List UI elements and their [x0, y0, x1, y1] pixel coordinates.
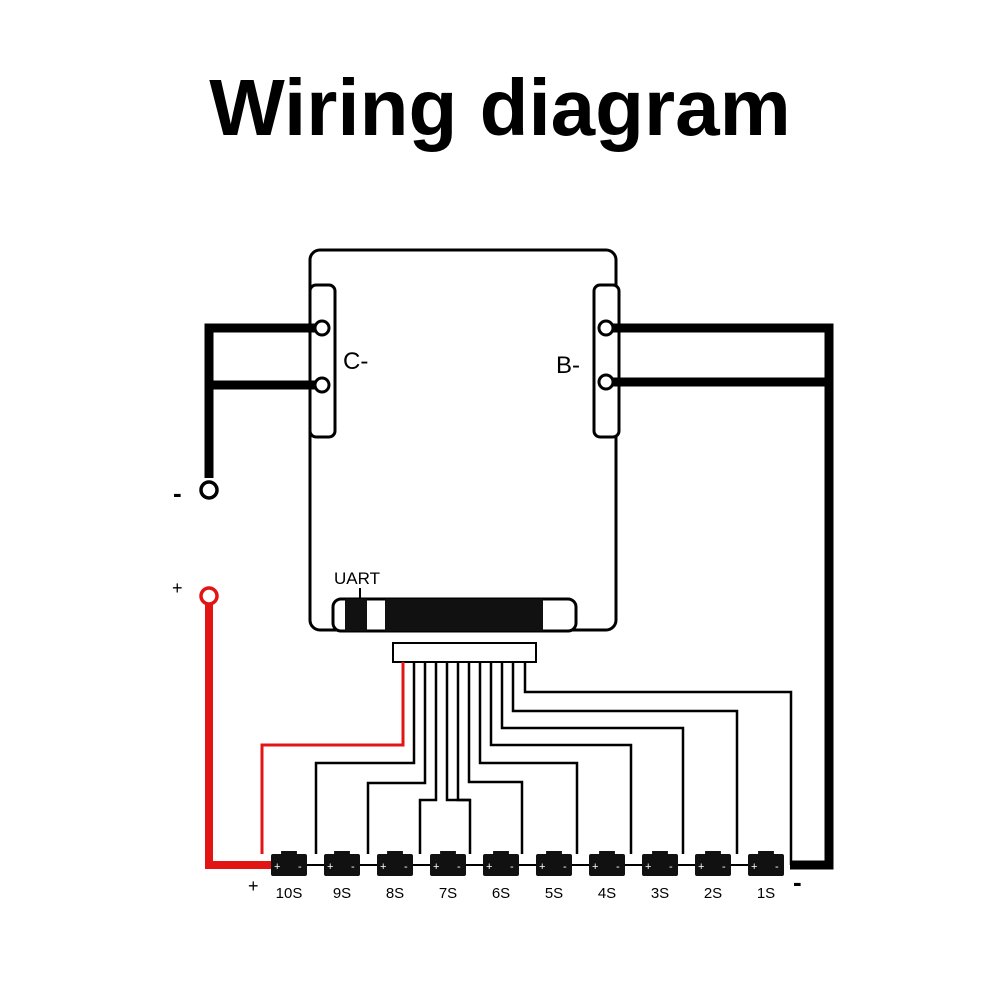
balance-wire-3s: [500, 662, 685, 854]
cell-body: [324, 854, 360, 876]
battery-positive-label: +: [248, 876, 259, 896]
cell-plus-sign: +: [592, 861, 598, 873]
cell-minus-sign: -: [775, 861, 779, 873]
battery-cell-6s: + -6S: [483, 851, 519, 902]
cell-plus-sign: +: [539, 861, 545, 873]
cell-minus-sign: -: [722, 861, 726, 873]
cell-body: [271, 854, 307, 876]
cell-body: [695, 854, 731, 876]
balance-wire-4s: [489, 662, 633, 854]
battery-cell-3s: + -3S: [642, 851, 678, 902]
battery-cell-8s: + -8S: [377, 851, 413, 902]
balance-wire-8s: [366, 662, 427, 854]
cell-plus-sign: +: [274, 861, 280, 873]
cell-plus-sign: +: [327, 861, 333, 873]
battery-cell-9s: + -9S: [324, 851, 360, 902]
cell-minus-sign: -: [298, 861, 302, 873]
cell-cap: [546, 851, 562, 854]
cell-minus-sign: -: [351, 861, 355, 873]
b-minus-screw-1: [597, 319, 615, 337]
balance-plug: [392, 642, 537, 663]
page-title: Wiring diagram: [209, 63, 791, 152]
cell-minus-sign: -: [616, 861, 620, 873]
cell-label-9s: 9S: [333, 885, 351, 902]
battery-cells: +-10S+-9S+-8S+-7S+-6S+-5S+-4S+-3S+-2S+-1…: [271, 851, 784, 902]
output-positive-terminal: [199, 586, 219, 606]
cell-body: [430, 854, 466, 876]
cell-minus-sign: -: [457, 861, 461, 873]
cell-plus-sign: +: [698, 861, 704, 873]
battery-cell-4s: + -4S: [589, 851, 625, 902]
cell-label-6s: 6S: [492, 885, 510, 902]
c-minus-label: C-: [343, 348, 368, 375]
cell-cap: [705, 851, 721, 854]
c-minus-screw-2: [313, 376, 331, 394]
b-minus-wires: [612, 323, 834, 870]
cell-minus-sign: -: [404, 861, 408, 873]
cell-cap: [334, 851, 350, 854]
cell-body: [377, 854, 413, 876]
cell-plus-sign: +: [486, 861, 492, 873]
cell-minus-sign: -: [510, 861, 514, 873]
cell-cap: [387, 851, 403, 854]
output-negative-label: -: [173, 478, 182, 508]
cell-label-3s: 3S: [651, 885, 669, 902]
balance-wire-7s-a: [418, 662, 438, 854]
balance-wire-9s: [314, 662, 416, 854]
balance-wire-6s: [467, 662, 524, 854]
battery-cell-2s: + -2S: [695, 851, 731, 902]
c-minus-wires: [204, 323, 316, 478]
c-minus-terminal-block: [308, 283, 337, 439]
cell-body: [642, 854, 678, 876]
b-minus-screw-2: [597, 373, 615, 391]
cell-plus-sign: +: [751, 861, 757, 873]
balance-wires: [260, 662, 793, 865]
cell-plus-sign: +: [380, 861, 386, 873]
balance-wire-7s-c: [456, 662, 470, 802]
cell-label-7s: 7S: [439, 885, 457, 902]
cell-cap: [652, 851, 668, 854]
cell-cap: [758, 851, 774, 854]
cell-minus-sign: -: [669, 861, 673, 873]
cell-body: [536, 854, 572, 876]
balance-wire-5s: [478, 662, 579, 854]
cell-label-5s: 5S: [545, 885, 563, 902]
balance-wire-red: [260, 662, 405, 854]
battery-cell-5s: + -5S: [536, 851, 572, 902]
output-positive-label: +: [172, 578, 183, 598]
cell-cap: [599, 851, 615, 854]
balance-wire-2s: [511, 662, 739, 854]
cell-cap: [440, 851, 456, 854]
battery-cell-7s: + -7S: [430, 851, 466, 902]
cell-body: [483, 854, 519, 876]
cell-minus-sign: -: [563, 861, 567, 873]
positive-wire: [205, 603, 272, 869]
uart-label: UART: [334, 569, 380, 588]
cell-plus-sign: +: [645, 861, 651, 873]
cell-cap: [281, 851, 297, 854]
cell-label-4s: 4S: [598, 885, 616, 902]
b-minus-terminal-block: [592, 283, 621, 439]
cell-label-1s: 1S: [757, 885, 775, 902]
battery-cell-10s: + - 10S: [271, 851, 307, 902]
c-minus-screw-1: [313, 319, 331, 337]
cell-label-2s: 2S: [704, 885, 722, 902]
battery-cell-1s: + -1S: [748, 851, 784, 902]
cell-label-10s: 10S: [276, 885, 303, 902]
cell-body: [589, 854, 625, 876]
b-minus-label: B-: [556, 352, 580, 379]
cell-body: [748, 854, 784, 876]
cell-label-8s: 8S: [386, 885, 404, 902]
balance-header-block: [385, 599, 543, 631]
cell-cap: [493, 851, 509, 854]
balance-wire-1s: [523, 662, 793, 865]
battery-negative-label: -: [793, 867, 802, 897]
cell-plus-sign: +: [433, 861, 439, 873]
uart-pin-block: [345, 599, 367, 631]
output-negative-terminal: [199, 480, 219, 500]
